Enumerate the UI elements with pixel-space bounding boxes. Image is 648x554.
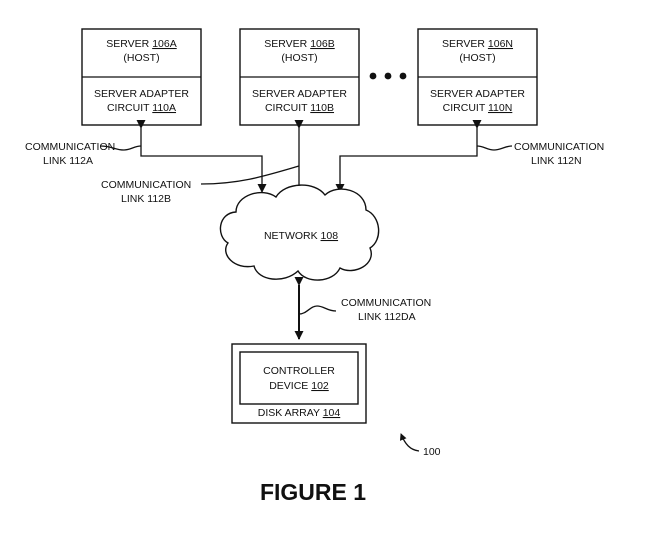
link-112a-leader <box>99 145 142 151</box>
ellipsis-dots <box>369 72 407 80</box>
svg-text:LINK 112N: LINK 112N <box>531 155 582 167</box>
link-112b-leader <box>200 165 300 185</box>
svg-text:COMMUNICATION: COMMUNICATION <box>514 141 604 153</box>
link-112a-line <box>136 120 267 193</box>
server-b-label: SERVER 106B <box>264 38 334 50</box>
server-n-host-label: (HOST) <box>459 52 495 64</box>
disk-array-label: DISK ARRAY 104 <box>258 407 341 419</box>
server-box-n: SERVER 106N (HOST) SERVER ADAPTER CIRCUI… <box>417 28 538 126</box>
system-ref-arrow <box>399 433 420 452</box>
svg-text:LINK 112A: LINK 112A <box>43 155 93 167</box>
network-cloud: NETWORK 108 <box>219 184 380 281</box>
adapter-a-circuit-label: CIRCUIT 110A <box>107 102 176 114</box>
svg-text:COMMUNICATION: COMMUNICATION <box>101 179 191 191</box>
svg-text:COMMUNICATION: COMMUNICATION <box>341 297 431 309</box>
link-112n-line <box>335 120 482 193</box>
server-n-label: SERVER 106N <box>442 38 513 50</box>
network-label: NETWORK 108 <box>264 230 338 242</box>
link-112da-leader <box>298 305 337 315</box>
adapter-a-label: SERVER ADAPTER <box>94 88 189 100</box>
link-112n-label: COMMUNICATION LINK 112N <box>514 141 604 167</box>
adapter-b-label: SERVER ADAPTER <box>252 88 347 100</box>
link-112a-label: COMMUNICATION LINK 112A <box>25 141 115 167</box>
server-box-a: SERVER 106A (HOST) SERVER ADAPTER CIRCUI… <box>81 28 202 126</box>
adapter-n-circuit-label: CIRCUIT 110N <box>443 102 513 114</box>
adapter-n-label: SERVER ADAPTER <box>430 88 525 100</box>
svg-text:COMMUNICATION: COMMUNICATION <box>25 141 115 153</box>
controller-line1: CONTROLLER <box>263 365 335 377</box>
server-a-host-label: (HOST) <box>123 52 159 64</box>
controller-device-box <box>239 351 359 405</box>
server-b-host-label: (HOST) <box>281 52 317 64</box>
controller-line2: DEVICE 102 <box>269 380 329 392</box>
link-112da-label: COMMUNICATION LINK 112DA <box>341 297 431 323</box>
figure-title: FIGURE 1 <box>260 479 366 505</box>
disk-array-box: CONTROLLER DEVICE 102 DISK ARRAY 104 <box>231 343 367 424</box>
adapter-b-circuit-label: CIRCUIT 110B <box>265 102 334 114</box>
link-112b-label: COMMUNICATION LINK 112B <box>101 179 191 205</box>
svg-text:LINK 112B: LINK 112B <box>121 193 171 205</box>
svg-text:LINK 112DA: LINK 112DA <box>358 311 416 323</box>
link-112n-leader <box>476 145 513 151</box>
system-ref-label: 100 <box>423 446 441 458</box>
server-a-label: SERVER 106A <box>106 38 176 50</box>
server-box-b: SERVER 106B (HOST) SERVER ADAPTER CIRCUI… <box>239 28 360 126</box>
